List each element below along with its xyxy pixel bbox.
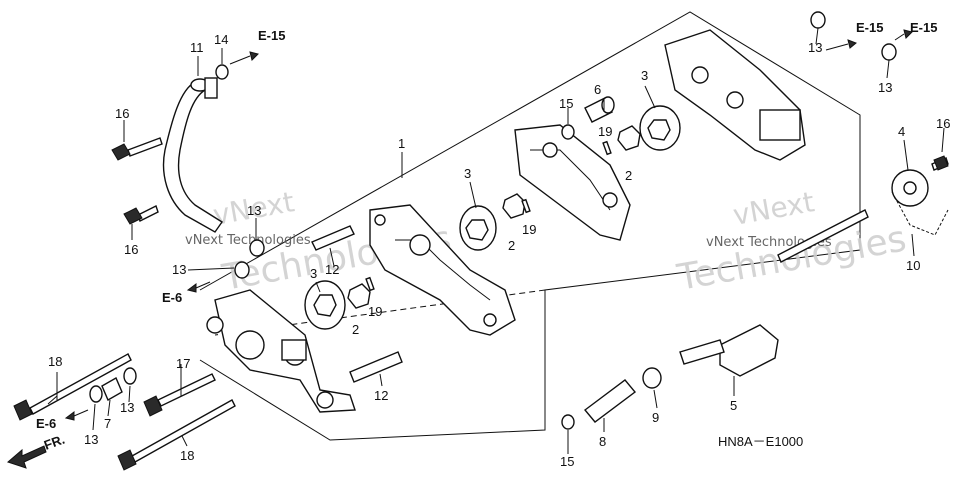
inner-rotor-2-a xyxy=(347,283,371,309)
callout-2-b: 2 xyxy=(508,238,515,253)
callout-14: 14 xyxy=(214,32,228,47)
pin-19-b xyxy=(521,198,531,214)
reference-labels: E-15 E-15 E-15 E-6 E-6 xyxy=(36,20,937,431)
oring-13-a xyxy=(234,261,250,279)
callout-19-a: 19 xyxy=(368,304,382,319)
callout-3-c: 3 xyxy=(641,68,648,83)
watermark-small-right: vNext xyxy=(730,185,816,232)
callout-1: 1 xyxy=(398,136,405,151)
diagram-code: HN8A－E1000 xyxy=(718,434,803,449)
pin-19-a xyxy=(365,276,375,292)
front-label: FR. xyxy=(42,432,67,453)
callout-6: 6 xyxy=(594,82,601,97)
callout-7: 7 xyxy=(104,416,111,431)
inner-rotor-2-c xyxy=(617,125,641,151)
oil-pipe xyxy=(162,77,223,233)
ref-e6-a: E-6 xyxy=(162,290,182,305)
callout-19-b: 19 xyxy=(522,222,536,237)
pipe-12-upper xyxy=(311,225,355,251)
ref-e15-c: E-15 xyxy=(910,20,937,35)
pipe-12-lower xyxy=(349,351,403,383)
callout-4: 4 xyxy=(898,124,905,139)
washer-13-f xyxy=(881,43,897,61)
callout-numbers: 1 2 2 2 3 3 3 4 5 6 7 8 9 10 11 12 12 13… xyxy=(48,32,950,469)
callout-13-b: 13 xyxy=(172,262,186,277)
oil-pipe-8 xyxy=(583,379,637,423)
callout-8: 8 xyxy=(599,434,606,449)
sprocket-4 xyxy=(891,169,929,207)
callout-13-a: 13 xyxy=(247,203,261,218)
oring-9 xyxy=(642,367,662,389)
inner-rotor-2-b xyxy=(502,193,526,219)
washer-13-c xyxy=(89,385,103,403)
ref-arrows xyxy=(64,29,913,421)
callout-3-b: 3 xyxy=(464,166,471,181)
callout-10: 10 xyxy=(906,258,920,273)
pin-19-c xyxy=(602,140,612,156)
washer-14 xyxy=(215,64,229,80)
oring-15-b xyxy=(561,414,575,430)
callout-13-f: 13 xyxy=(878,80,892,95)
callout-19-c: 19 xyxy=(598,124,612,139)
bolt-18-b xyxy=(117,399,236,471)
watermark-line-left: vNext Technologies xyxy=(185,233,311,248)
pump-plate-right xyxy=(514,124,631,241)
pump-body-center xyxy=(369,204,516,336)
callout-16-b: 16 xyxy=(124,242,138,257)
pump-body-left xyxy=(206,289,356,413)
callout-16-a: 16 xyxy=(115,106,129,121)
rotor-3-a xyxy=(304,280,346,330)
callout-15-a: 15 xyxy=(559,96,573,111)
chain-10 xyxy=(891,191,949,236)
callout-11: 11 xyxy=(190,40,204,55)
ref-e15-a: E-15 xyxy=(258,28,285,43)
oring-15-a xyxy=(561,124,575,140)
washer-13-e xyxy=(810,11,826,29)
callout-2-c: 2 xyxy=(625,168,632,183)
callout-13-e: 13 xyxy=(808,40,822,55)
ref-e15-b: E-15 xyxy=(856,20,883,35)
callout-13-d: 13 xyxy=(84,432,98,447)
callout-16-c: 16 xyxy=(936,116,950,131)
callout-3-a: 3 xyxy=(310,266,317,281)
callout-12-b: 12 xyxy=(374,388,388,403)
washer-13-d xyxy=(123,367,137,385)
callout-15-b: 15 xyxy=(560,454,574,469)
bolt-16-a xyxy=(111,137,163,161)
callout-17: 17 xyxy=(176,356,190,371)
oil-strainer-5 xyxy=(679,324,779,377)
callout-18-a: 18 xyxy=(48,354,62,369)
watermark: Technologies Technologies vNext vNext vN… xyxy=(185,185,909,299)
ref-e6-b: E-6 xyxy=(36,416,56,431)
callout-9: 9 xyxy=(652,410,659,425)
pump-cover-rear xyxy=(664,29,806,161)
leader-lines xyxy=(47,27,945,454)
oring-13-b xyxy=(249,239,265,257)
bolt-16-c xyxy=(931,155,949,171)
rotor-3-b xyxy=(459,205,497,251)
bolt-17 xyxy=(143,373,216,417)
rotor-3-c xyxy=(639,105,681,151)
plug-7 xyxy=(101,377,123,401)
bolt-18-a xyxy=(13,353,132,421)
callout-18-b: 18 xyxy=(180,448,194,463)
front-arrow: FR. xyxy=(7,432,67,469)
watermark-large-right: Technologies xyxy=(673,218,909,299)
pump-shaft xyxy=(777,209,869,263)
collar-6 xyxy=(584,96,615,123)
callout-2-a: 2 xyxy=(352,322,359,337)
callout-13-c: 13 xyxy=(120,400,134,415)
bolt-16-b xyxy=(123,205,159,225)
callout-5: 5 xyxy=(730,398,737,413)
callout-12-a: 12 xyxy=(325,262,339,277)
